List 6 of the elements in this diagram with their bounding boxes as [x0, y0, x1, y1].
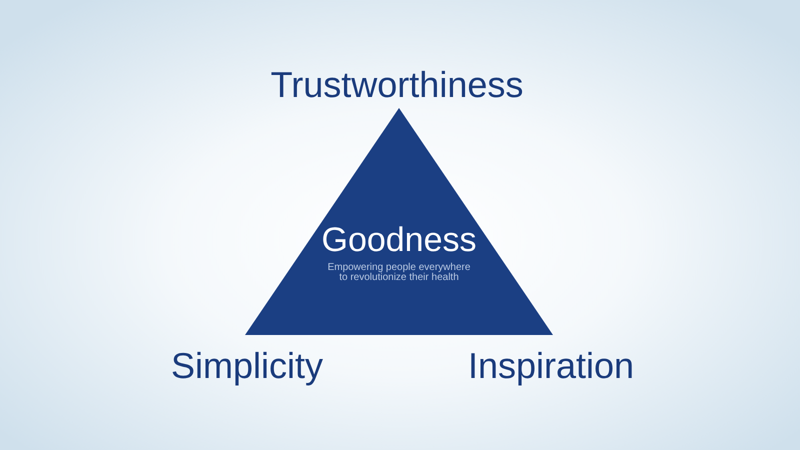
triangle-shape: [245, 108, 553, 335]
node-title: Goodness: [320, 221, 478, 260]
vertex-label: Simplicity: [171, 345, 323, 387]
vertex-label: Inspiration: [468, 345, 634, 387]
node-description: Empowering people everywhere to revolutionize their health: [326, 263, 472, 283]
vertex-label: Trustworthiness: [270, 64, 524, 106]
